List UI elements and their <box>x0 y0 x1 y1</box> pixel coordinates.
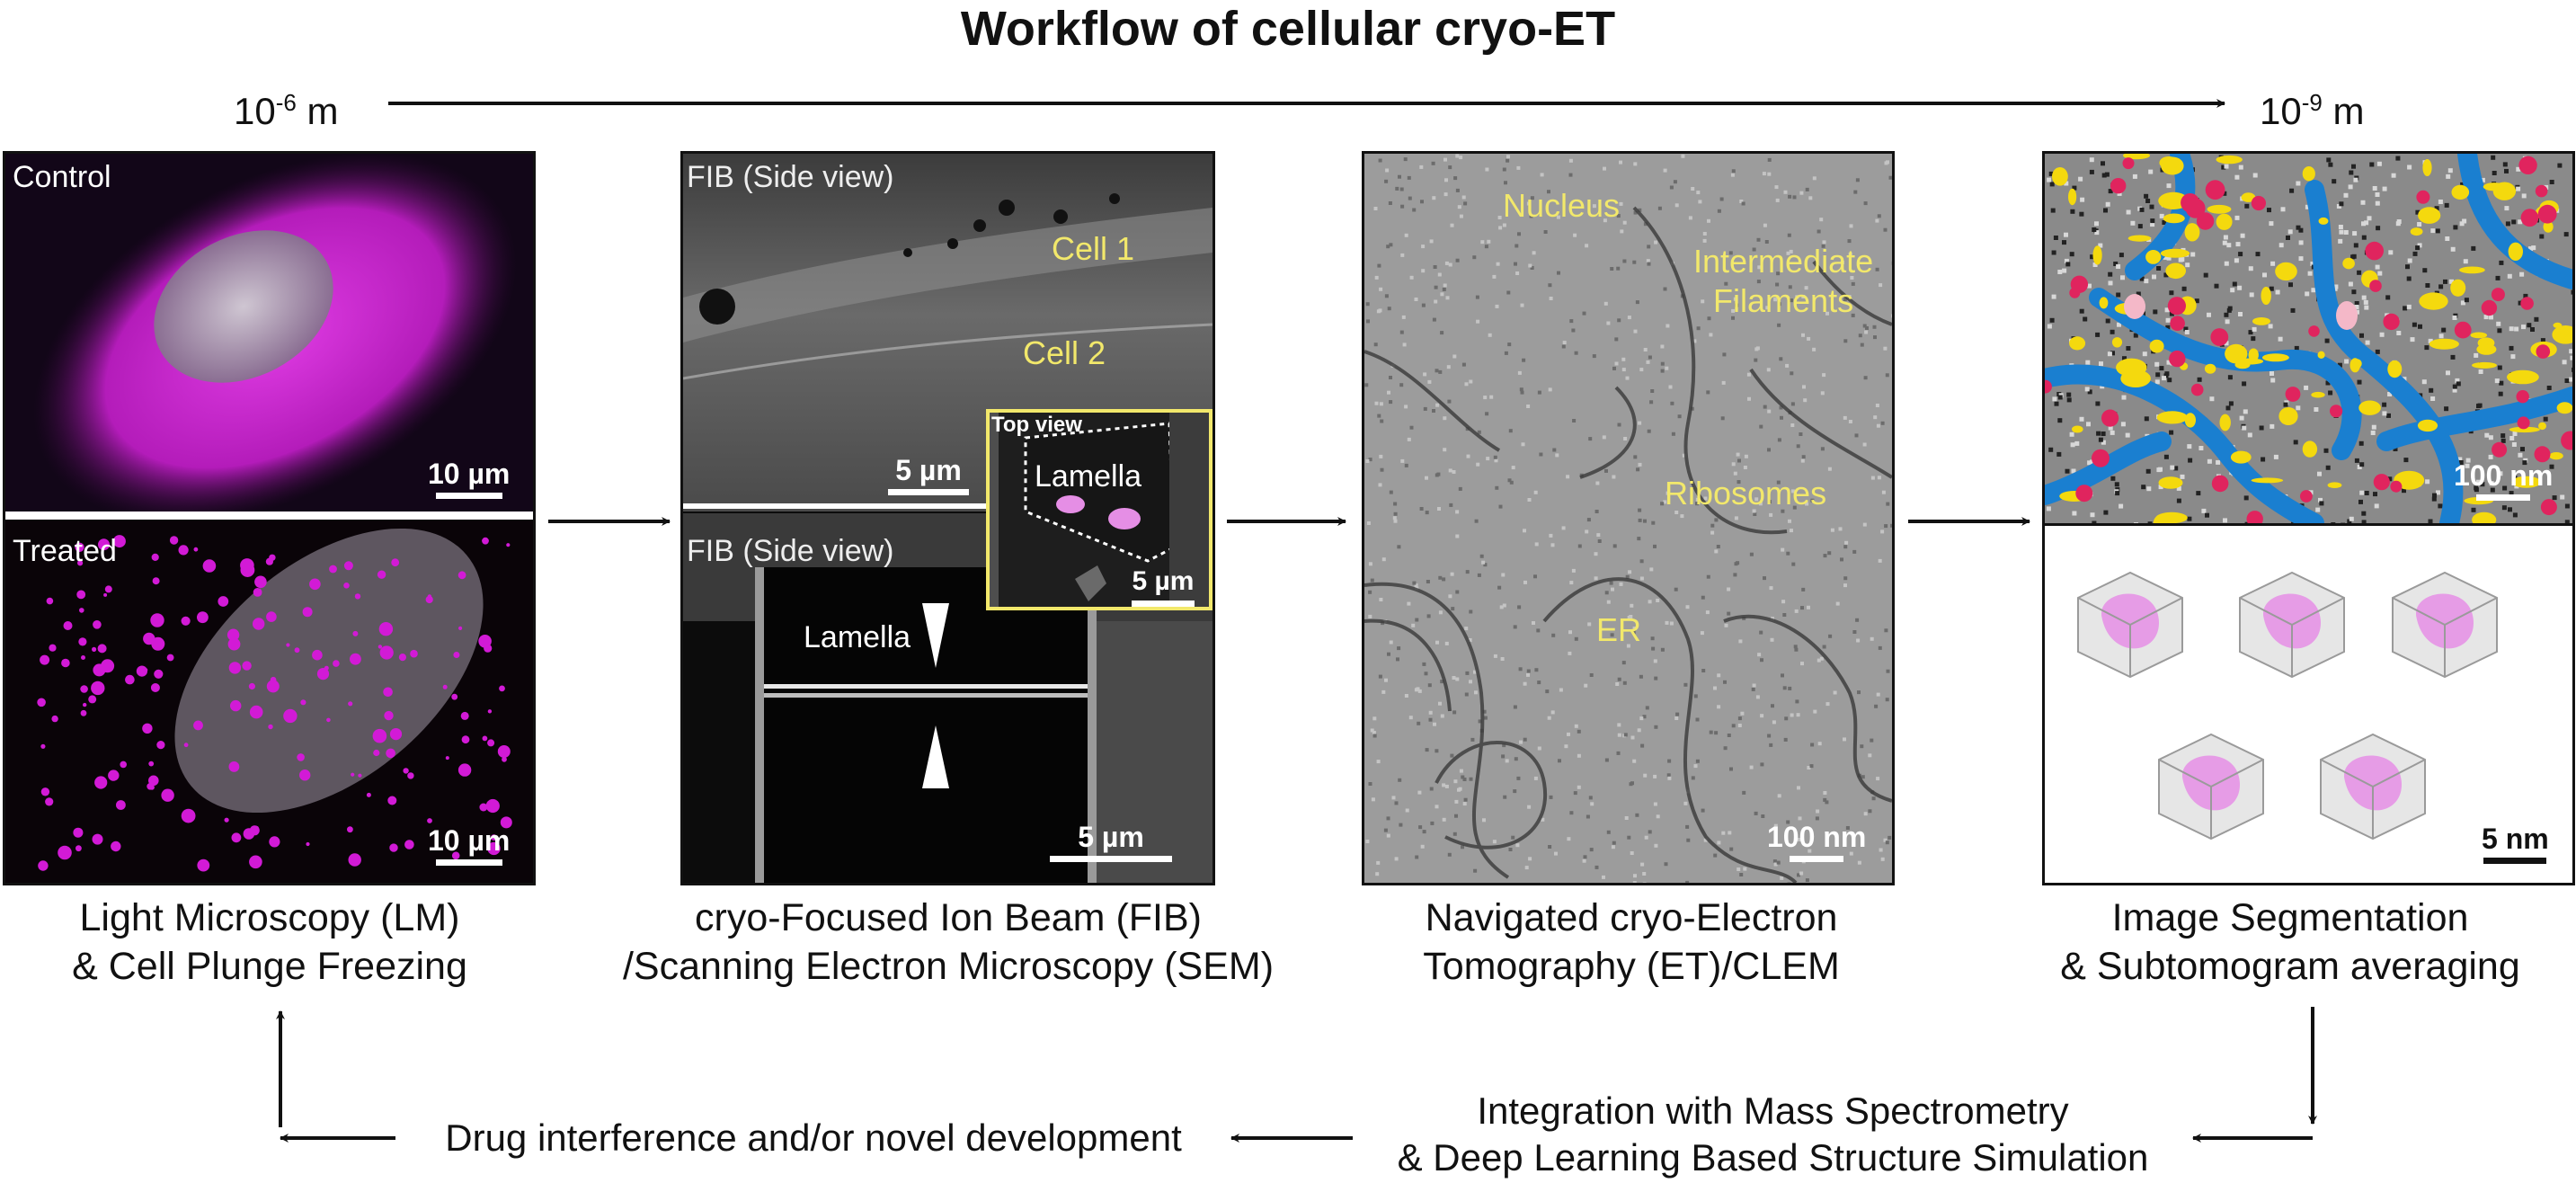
fib-divider <box>683 503 1212 509</box>
subtomogram-cube <box>2077 571 2183 679</box>
seg-scalebar-top: 100 nm <box>2454 459 2553 501</box>
et-scalebar: 100 nm <box>1767 821 1866 862</box>
fib-scalebar-bottom: 5 µm <box>1050 821 1172 862</box>
subtomogram-averages <box>2077 571 2498 841</box>
panel-light-microscopy: Control Treated 10 µm 10 µm <box>3 151 536 885</box>
panel-segmentation: 100 nm 5 nm <box>2042 151 2575 885</box>
lm-divider <box>5 511 533 520</box>
cell2-label: Cell 2 <box>1023 334 1106 371</box>
caption-fib: cryo-Focused Ion Beam (FIB)/Scanning Ele… <box>622 896 1275 988</box>
caption-lm: Light Microscopy (LM)& Cell Plunge Freez… <box>72 896 467 988</box>
lamella-label: Lamella <box>804 620 911 654</box>
caption-segmentation: Image Segmentation& Subtomogram averagin… <box>2060 896 2520 988</box>
inset-lamella-label: Lamella <box>1035 459 1142 494</box>
nucleus-label: Nucleus <box>1503 187 1621 224</box>
er-label: ER <box>1596 611 1642 648</box>
control-label: Control <box>13 160 111 194</box>
scale-start-label: 10-6 m <box>234 89 339 132</box>
panel-fib-sem: FIB (Side view) Cell 1 Cell 2 5 µm FIB (… <box>680 151 1215 885</box>
integration-text: Integration with Mass Spectrometry& Deep… <box>1397 1090 2149 1179</box>
fib-top-label: FIB (Side view) <box>687 160 894 194</box>
subtomogram-cube <box>2320 733 2426 841</box>
fib-scalebar-top: 5 µm <box>888 454 969 495</box>
ribosomes-label: Ribosomes <box>1665 475 1827 511</box>
fib-bottom-label: FIB (Side view) <box>687 534 894 568</box>
subtomogram-cube <box>2239 571 2345 679</box>
scale-end-label: 10-9 m <box>2260 89 2365 132</box>
treated-label: Treated <box>13 534 117 568</box>
lm-image <box>5 154 533 883</box>
cell1-label: Cell 1 <box>1052 230 1135 267</box>
lm-scalebar-bottom: 10 µm <box>428 824 510 866</box>
top-view-inset: Top view Lamella 5 µm <box>986 409 1212 610</box>
subtomogram-cube <box>2392 571 2498 679</box>
figure-title: Workflow of cellular cryo-ET <box>960 2 1616 56</box>
seg-divider <box>2045 523 2572 526</box>
drug-development-text: Drug interference and/or novel developme… <box>445 1116 1182 1159</box>
lm-scalebar-top: 10 µm <box>428 458 510 499</box>
inset-title: Top view <box>991 413 1082 437</box>
seg-scalebar-bottom: 5 nm <box>2482 823 2549 864</box>
subtomogram-cube <box>2158 733 2264 841</box>
inset-scalebar: 5 µm <box>1132 565 1195 607</box>
segmentation-image <box>2045 154 2572 523</box>
